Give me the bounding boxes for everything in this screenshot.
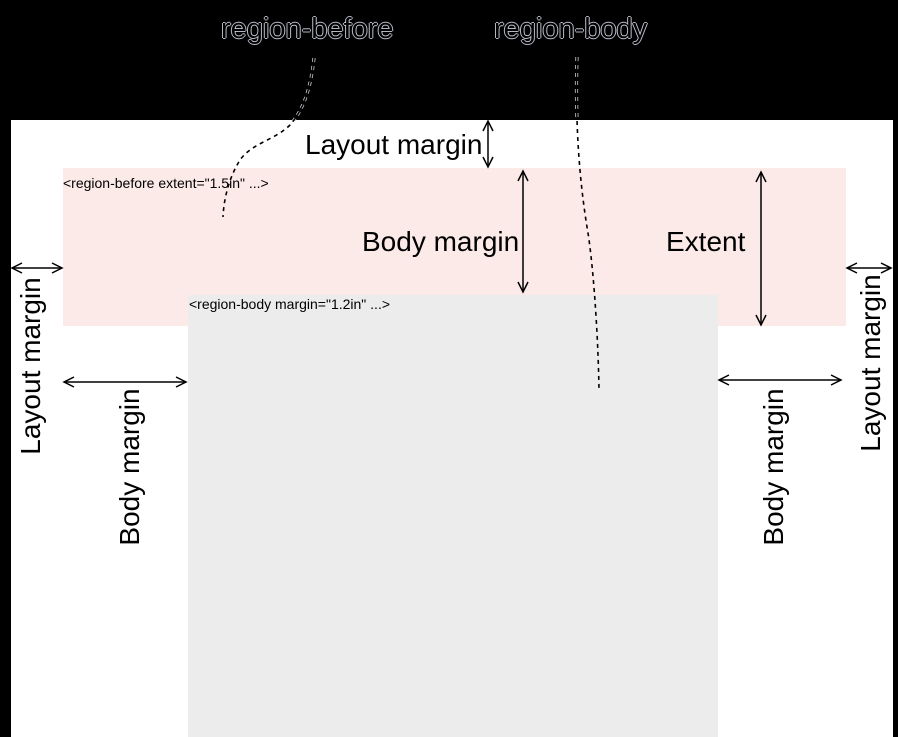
region-before-code: <region-before extent="1.5in" ...> [63, 175, 269, 191]
body-margin-left-label: Body margin [114, 388, 145, 546]
region-body-callout-label: region-body [494, 13, 648, 45]
body-margin-center-label: Body margin [362, 226, 520, 257]
layout-margin-left-label: Layout margin [15, 277, 46, 455]
region-body-code: <region-body margin="1.2in" ...> [189, 296, 391, 312]
extent-label: Extent [666, 226, 746, 257]
layout-margin-right-label: Layout margin [855, 274, 886, 452]
region-body-area [188, 295, 718, 737]
region-before-callout-label: region-before [221, 13, 394, 45]
layout-margin-top-label: Layout margin [305, 129, 483, 160]
body-margin-right-label: Body margin [758, 388, 789, 546]
